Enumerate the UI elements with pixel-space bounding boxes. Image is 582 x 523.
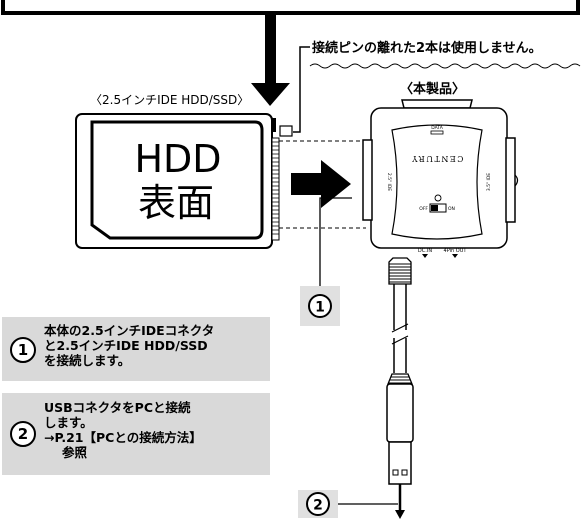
hdd-label: 〈2.5インチIDE HDD/SSD〉 — [90, 93, 249, 107]
step-1-box: 1 本体の2.5インチIDEコネクタ と2.5インチIDE HDD/SSD を接… — [2, 317, 270, 381]
step-1-line-1: 本体の2.5インチIDEコネクタ — [44, 323, 215, 338]
switch-on-label: ON — [448, 206, 455, 212]
power-icon — [434, 194, 442, 202]
switch-off-label: OFF — [419, 206, 428, 212]
step-2-box: 2 USBコネクタをPCと接続 します。 →P.21【PCとの接続方法】 参照 — [2, 393, 270, 475]
callout-1: 1 — [300, 197, 352, 326]
dc-in-label: DC.IN — [418, 248, 432, 254]
device-left-port-label: 2.5" IDE — [386, 173, 392, 191]
caution-text: 接続ピンの離れた2本は使用しません。 — [312, 40, 542, 56]
adapter-device: DATA CENTURY 2.5" IDE 3.5" IDE OFF ON DC… — [362, 99, 519, 258]
step-2-line-2: します。 — [44, 415, 93, 430]
callout-2-number: 2 — [313, 498, 323, 514]
device-data-led-label: DATA — [431, 125, 444, 131]
callout-2: 2 — [298, 490, 398, 518]
step-2-number: 2 — [10, 421, 36, 447]
down-arrow — [251, 13, 290, 106]
step-1-line-2: と2.5インチIDE HDD/SSD — [44, 338, 208, 353]
caution-leader-line — [293, 46, 310, 133]
step-1-number: 1 — [10, 337, 36, 363]
product-label: 〈本製品〉 — [400, 81, 465, 97]
wavy-underline — [309, 63, 581, 69]
step-2-line-4: 参照 — [62, 445, 88, 460]
device-brand: CENTURY — [411, 154, 464, 163]
usb-cable — [386, 257, 414, 519]
4pin-out-label: 4Pin OUT — [444, 248, 468, 254]
hdd-drive: HDD 表面 — [75, 113, 293, 249]
top-panel-frame — [1, 0, 580, 15]
insert-arrow — [291, 160, 351, 208]
step-1-line-3: を接続します。 — [44, 353, 131, 368]
device-right-port-label: 3.5" IDE — [486, 173, 492, 191]
callout-1-number: 1 — [315, 300, 325, 316]
step-2-line-1: USBコネクタをPCと接続 — [44, 400, 191, 415]
hdd-surface-line2: 表面 — [138, 181, 214, 225]
step-2-line-3: →P.21【PCとの接続方法】 — [44, 430, 202, 445]
hdd-surface-line1: HDD — [134, 137, 221, 181]
